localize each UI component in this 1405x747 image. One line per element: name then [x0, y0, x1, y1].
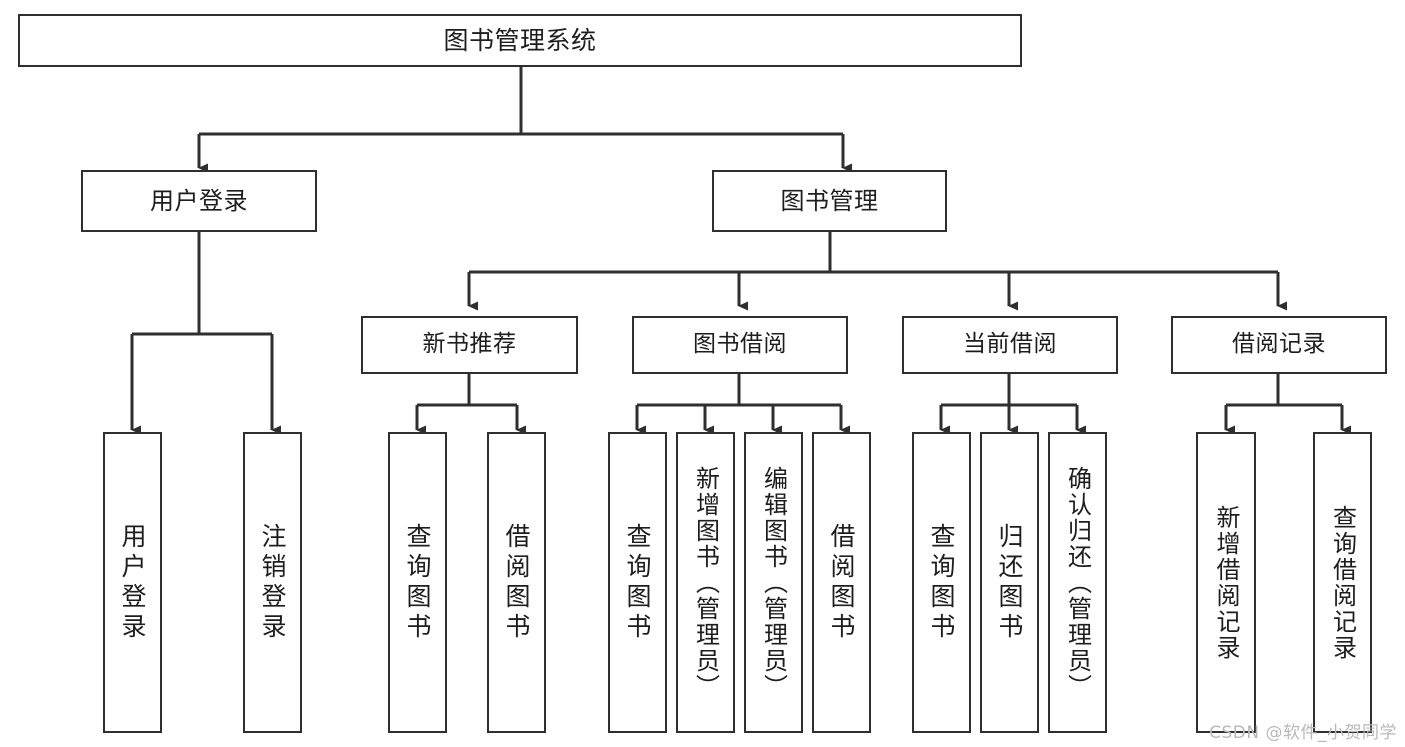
node-leaf-return-book[interactable]: 归还图书	[980, 432, 1039, 733]
node-leaf-borrow-book-2-label: 借阅图书	[827, 522, 856, 643]
node-root-label: 图书管理系统	[443, 25, 597, 55]
node-book-manage-label: 图书管理	[780, 186, 879, 215]
node-new-book-recommend-label: 新书推荐	[422, 331, 517, 358]
node-leaf-query-book-2[interactable]: 查询图书	[608, 432, 667, 733]
node-leaf-edit-book[interactable]: 编辑图书（管理员）	[744, 432, 803, 733]
node-leaf-add-book-label: 新增图书（管理员）	[691, 465, 720, 700]
node-leaf-confirm-return-label: 确认归还（管理员）	[1063, 465, 1092, 700]
node-borrow-record-label: 借阅记录	[1232, 331, 1326, 358]
node-leaf-edit-book-label: 编辑图书（管理员）	[759, 465, 788, 700]
node-user-login-label: 用户登录	[150, 186, 248, 215]
node-leaf-borrow-book-1-label: 借阅图书	[502, 522, 531, 643]
node-leaf-query-book-1-label: 查询图书	[403, 522, 432, 643]
node-leaf-confirm-return[interactable]: 确认归还（管理员）	[1048, 432, 1107, 733]
csdn-watermark: CSDN @软件_小贺同学	[1209, 723, 1397, 743]
node-leaf-add-record-label: 新增借阅记录	[1212, 504, 1240, 661]
node-leaf-user-login[interactable]: 用户登录	[103, 432, 162, 733]
node-leaf-borrow-book-1[interactable]: 借阅图书	[487, 432, 546, 733]
node-leaf-borrow-book-2[interactable]: 借阅图书	[812, 432, 871, 733]
node-leaf-add-record[interactable]: 新增借阅记录	[1196, 432, 1256, 733]
node-leaf-query-book-3[interactable]: 查询图书	[912, 432, 971, 733]
node-leaf-user-login-label: 用户登录	[118, 522, 147, 643]
node-leaf-return-book-label: 归还图书	[995, 522, 1024, 643]
node-leaf-query-book-2-label: 查询图书	[623, 522, 652, 643]
node-borrow-record[interactable]: 借阅记录	[1171, 316, 1387, 374]
node-leaf-query-record[interactable]: 查询借阅记录	[1313, 432, 1372, 733]
node-leaf-add-book[interactable]: 新增图书（管理员）	[676, 432, 735, 733]
node-leaf-query-record-label: 查询借阅记录	[1328, 504, 1357, 661]
node-leaf-logout-login[interactable]: 注销登录	[243, 432, 302, 733]
node-book-borrow[interactable]: 图书借阅	[632, 316, 848, 374]
node-book-borrow-label: 图书借阅	[693, 331, 787, 358]
node-leaf-query-book-3-label: 查询图书	[927, 522, 956, 643]
node-user-login[interactable]: 用户登录	[81, 170, 317, 232]
node-new-book-recommend[interactable]: 新书推荐	[361, 316, 578, 374]
node-leaf-query-book-1[interactable]: 查询图书	[388, 432, 447, 733]
node-current-borrow-label: 当前借阅	[963, 331, 1057, 358]
node-root[interactable]: 图书管理系统	[18, 14, 1022, 67]
node-current-borrow[interactable]: 当前借阅	[902, 316, 1118, 374]
node-book-manage[interactable]: 图书管理	[712, 170, 947, 232]
node-leaf-logout-login-label: 注销登录	[258, 522, 287, 643]
